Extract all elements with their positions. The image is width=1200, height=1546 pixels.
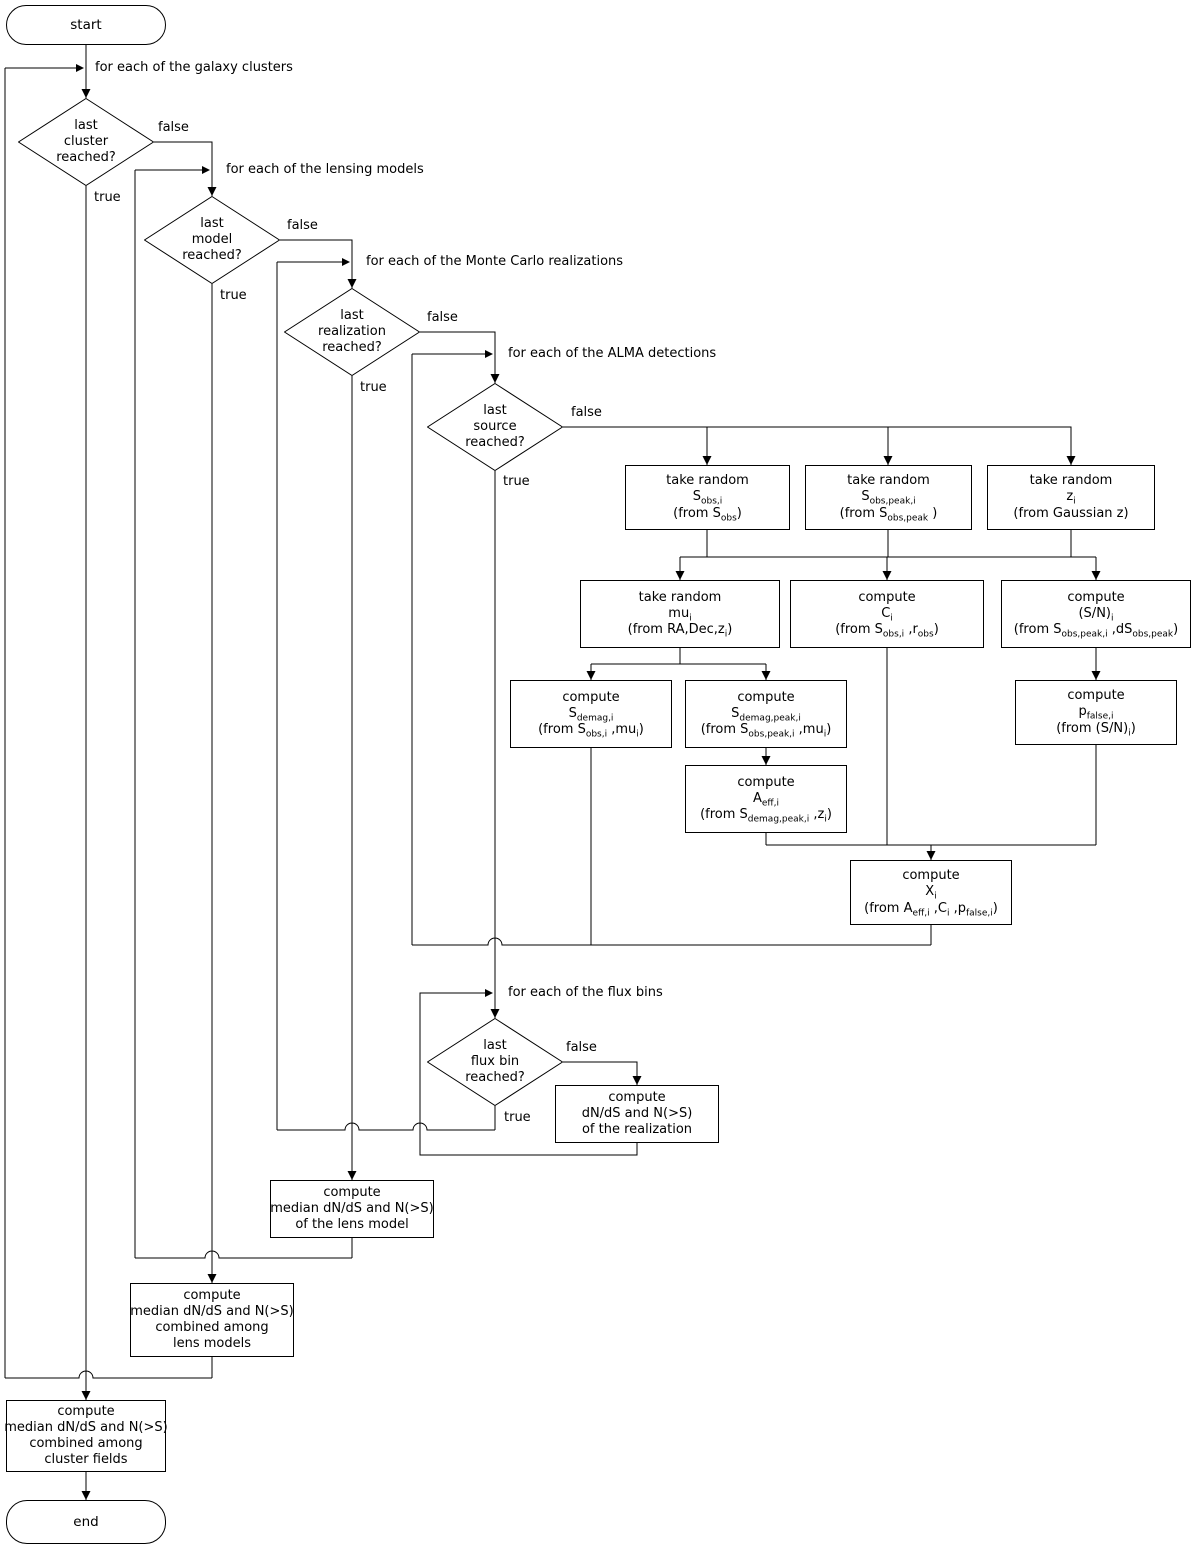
process-take-random-sobs: take random Sobs,i (from Sobs)	[625, 465, 790, 530]
branch-label-cluster-true: true	[94, 190, 121, 205]
process-compute-sdemag: compute Sdemag,i (from Sobs,i ,mui)	[510, 680, 672, 748]
decision-last-fluxbin-text: last flux bin reached?	[465, 1037, 525, 1086]
branch-label-source-true: true	[503, 474, 530, 489]
process-take-random-mu: take random mui (from RA,Dec,zi)	[580, 580, 780, 648]
branch-label-model-false: false	[287, 218, 318, 233]
loop-label-detections: for each of the ALMA detections	[508, 346, 717, 361]
process-compute-combined-lens: compute median dN/dS and N(>S) combined …	[130, 1283, 294, 1357]
decision-last-realization-text: last realization reached?	[318, 307, 386, 356]
loop-label-fluxbins: for each of the flux bins	[508, 985, 663, 1000]
process-compute-realization: compute dN/dS and N(>S) of the realizati…	[555, 1085, 719, 1143]
loop-label-models: for each of the lensing models	[226, 162, 424, 177]
branch-label-realization-true: true	[360, 380, 387, 395]
decision-last-realization: last realization reached?	[284, 288, 420, 376]
decision-last-model: last model reached?	[144, 196, 280, 284]
branch-label-source-false: false	[571, 405, 602, 420]
terminal-end-label: end	[73, 1513, 99, 1530]
terminal-start: start	[6, 5, 166, 45]
decision-last-source-text: last source reached?	[465, 402, 525, 451]
process-take-random-z: take random zi (from Gaussian z)	[987, 465, 1155, 530]
decision-last-fluxbin: last flux bin reached?	[427, 1018, 563, 1106]
process-compute-aeff: compute Aeff,i (from Sdemag,peak,i ,zi)	[685, 765, 847, 833]
branch-label-fluxbin-false: false	[566, 1040, 597, 1055]
diamond-shape	[427, 1018, 563, 1106]
process-compute-sdemagpeak: compute Sdemag,peak,i (from Sobs,peak,i …	[685, 680, 847, 748]
diamond-shape	[18, 98, 154, 186]
decision-last-cluster-text: last cluster reached?	[56, 117, 116, 166]
loop-label-clusters: for each of the galaxy clusters	[95, 60, 293, 75]
decision-last-model-text: last model reached?	[182, 215, 242, 264]
branch-label-fluxbin-true: true	[504, 1110, 531, 1125]
decision-last-cluster: last cluster reached?	[18, 98, 154, 186]
branch-label-model-true: true	[220, 288, 247, 303]
decision-last-source: last source reached?	[427, 383, 563, 471]
process-compute-x: compute Xi (from Aeff,i ,Ci ,pfalse,i)	[850, 860, 1012, 925]
process-compute-combined-cluster: compute median dN/dS and N(>S) combined …	[4, 1400, 168, 1472]
diamond-shape	[144, 196, 280, 284]
process-compute-sn: compute (S/N)i (from Sobs,peak,i ,dSobs,…	[1001, 580, 1191, 648]
diamond-shape	[427, 383, 563, 471]
process-take-random-sobspeak: take random Sobs,peak,i (from Sobs,peak …	[805, 465, 972, 530]
branch-label-realization-false: false	[427, 310, 458, 325]
terminal-end: end	[6, 1500, 166, 1544]
loop-label-realizations: for each of the Monte Carlo realizations	[366, 254, 624, 269]
process-compute-lens-model: compute median dN/dS and N(>S) of the le…	[270, 1180, 434, 1238]
terminal-start-label: start	[70, 16, 102, 33]
process-compute-c: compute Ci (from Sobs,i ,robs)	[790, 580, 984, 648]
diamond-shape	[284, 288, 420, 376]
process-compute-pfalse: compute pfalse,i (from (S/N)i)	[1015, 680, 1177, 745]
branch-label-cluster-false: false	[158, 120, 189, 135]
